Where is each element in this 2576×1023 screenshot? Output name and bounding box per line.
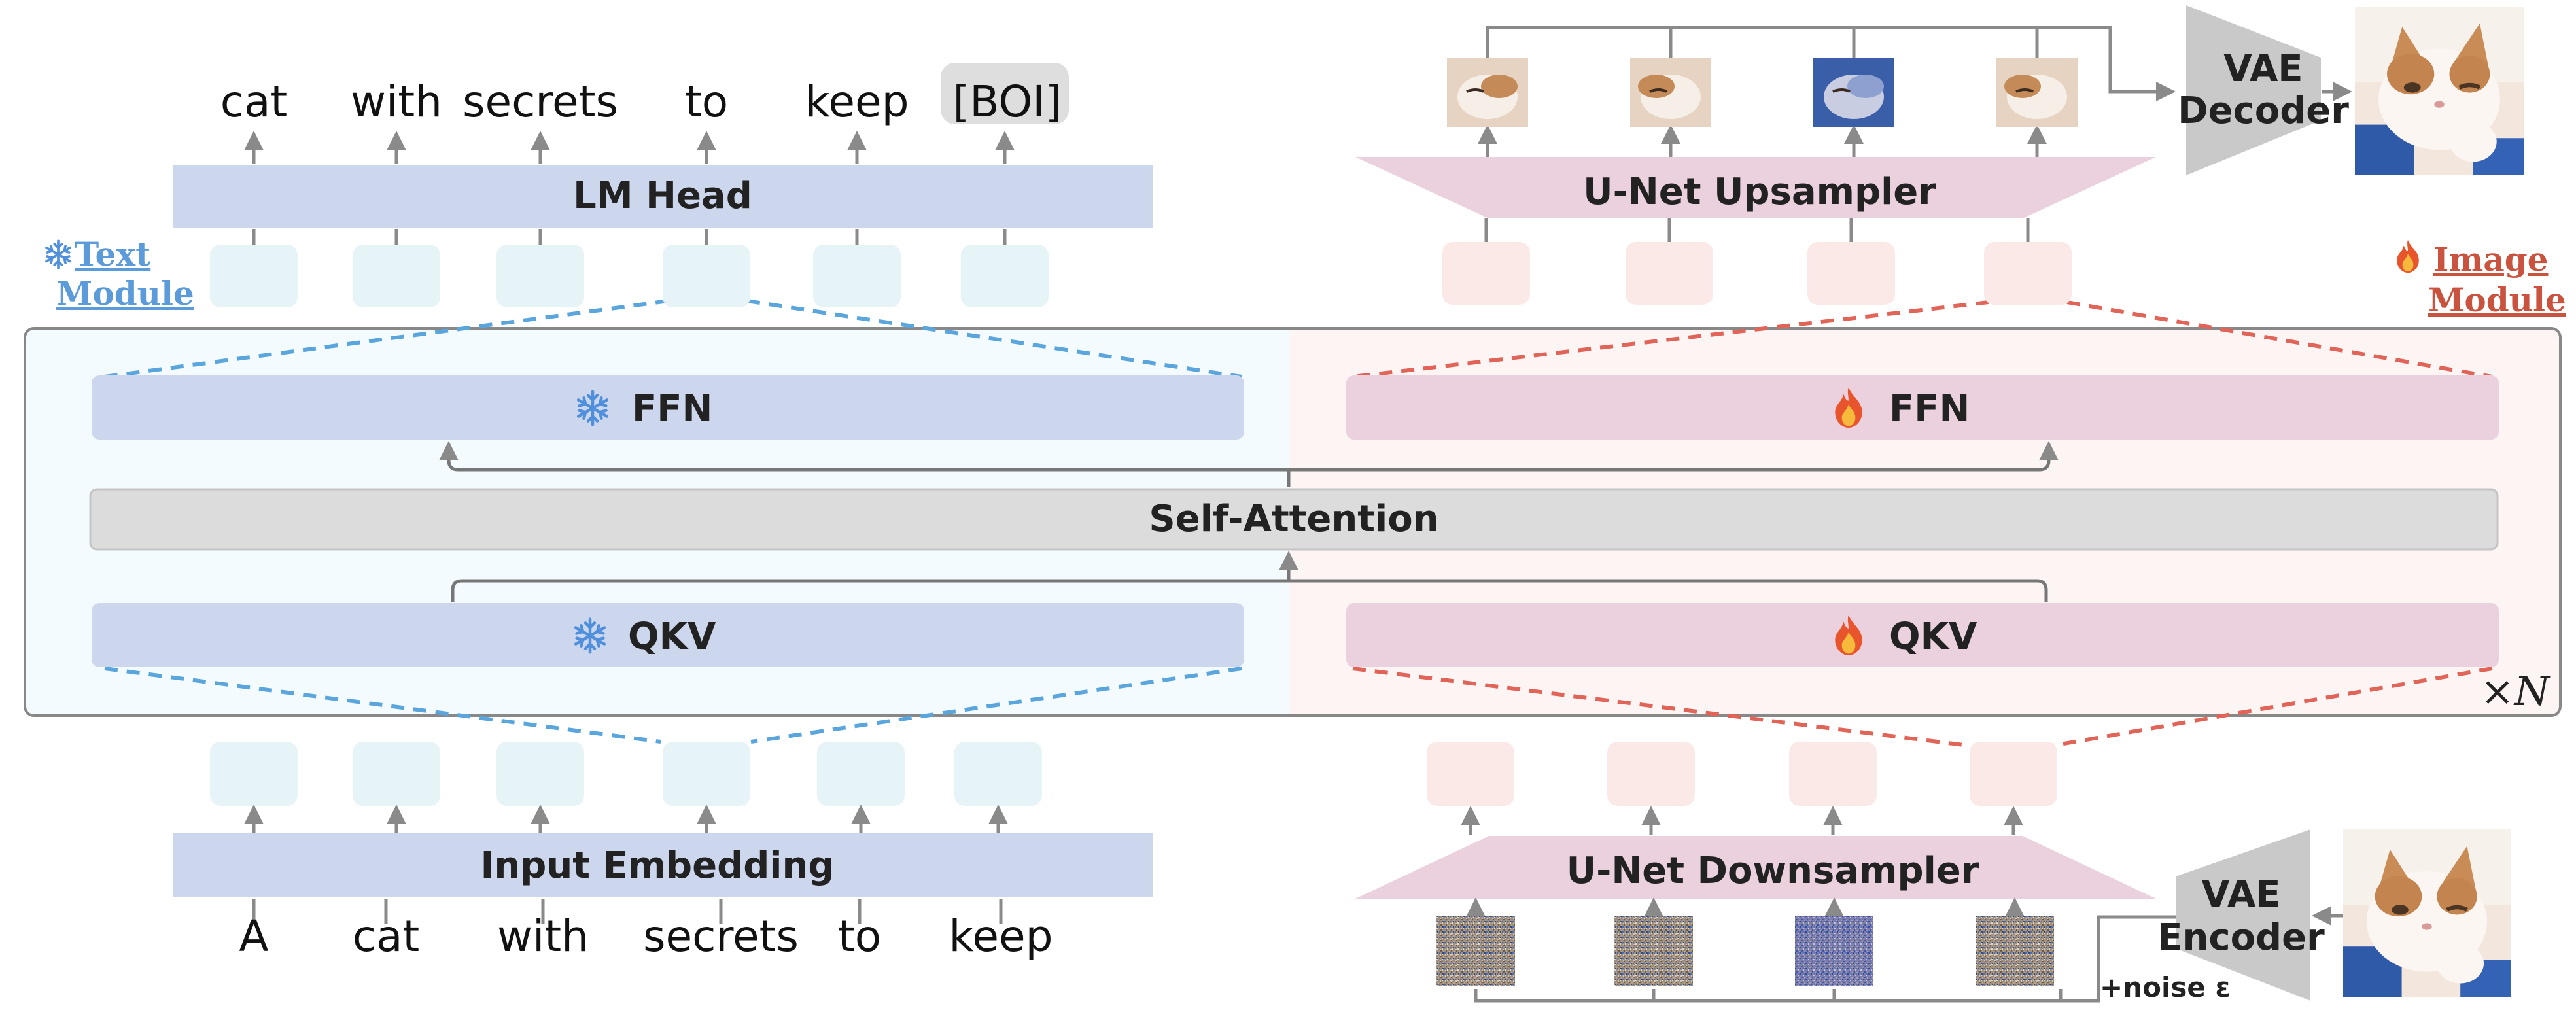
input-token: cat bbox=[353, 911, 420, 962]
input-token: with bbox=[497, 911, 589, 962]
text-module-label: Text Module bbox=[45, 235, 194, 313]
image-dash-bottom-left bbox=[1352, 667, 1970, 748]
text-token bbox=[813, 245, 901, 307]
text-hidden-tokens-bottom bbox=[210, 742, 1042, 833]
unet-downsampler-label: U-Net Downsampler bbox=[1567, 850, 1979, 892]
input-embedding-label: Input Embedding bbox=[481, 844, 835, 887]
lm-head-bar bbox=[173, 165, 1153, 228]
input-cat-image bbox=[2343, 829, 2511, 997]
text-dash-top-left bbox=[104, 299, 669, 379]
image-token bbox=[1442, 242, 1530, 305]
output-token: secrets bbox=[462, 77, 618, 127]
text-token bbox=[353, 245, 440, 307]
module-connectors bbox=[104, 299, 2493, 748]
text-ffn-label: FFN bbox=[632, 388, 712, 430]
image-dash-top-left bbox=[1352, 300, 1989, 379]
text-token bbox=[210, 245, 298, 307]
decoder-wiring bbox=[1486, 26, 2176, 101]
upsampled-patches bbox=[1447, 58, 2078, 157]
text-qkv-bar bbox=[92, 603, 1244, 667]
text-token bbox=[954, 742, 1042, 806]
image-token bbox=[1984, 242, 2072, 305]
text-token bbox=[210, 742, 298, 806]
image-qkv-bar bbox=[1346, 603, 2499, 667]
self-attention-label: Self-Attention bbox=[1149, 498, 1438, 540]
boi-token-badge bbox=[941, 63, 1069, 124]
text-hidden-tokens-top bbox=[210, 229, 1049, 307]
text-dash-top-right bbox=[746, 299, 1242, 379]
vae-encoder-shape bbox=[2176, 829, 2310, 1001]
image-token bbox=[1970, 742, 2057, 806]
input-embedding-bar bbox=[173, 833, 1153, 897]
image-token bbox=[1807, 242, 1895, 305]
image-patch bbox=[1447, 58, 1528, 127]
noisy-patches bbox=[1436, 897, 2054, 986]
self-attention-bar bbox=[89, 488, 2499, 551]
image-dash-top-right bbox=[2066, 300, 2493, 379]
text-token bbox=[961, 245, 1049, 307]
image-token bbox=[1427, 742, 1514, 806]
image-module-label-line1: Image bbox=[2433, 240, 2548, 279]
noisy-patch bbox=[1614, 916, 1693, 986]
text-module-label-line1: Text bbox=[75, 235, 150, 273]
snowflake-icon bbox=[45, 239, 71, 269]
image-patch bbox=[1813, 58, 1894, 127]
text-dash-bottom-right bbox=[750, 667, 1242, 744]
vae-decoder-label-1: VAE bbox=[2223, 48, 2303, 90]
text-token bbox=[663, 245, 750, 307]
text-token bbox=[496, 742, 584, 806]
output-token-list: cat with secrets to keep [BOI] bbox=[220, 63, 1069, 164]
unet-upsampler-label: U-Net Upsampler bbox=[1583, 171, 1936, 213]
vae-encoder-label-1: VAE bbox=[2201, 873, 2280, 916]
text-token bbox=[496, 245, 584, 307]
vae-encoder-label-2: Encoder bbox=[2157, 916, 2325, 959]
image-module-label-line2: Module bbox=[2428, 281, 2566, 319]
noise-label: +noise ε bbox=[2100, 971, 2231, 1003]
text-token bbox=[353, 742, 440, 806]
output-token: cat bbox=[220, 77, 288, 127]
vae-decoder-shape bbox=[2186, 5, 2321, 175]
repeat-label: ×N bbox=[2480, 667, 2552, 715]
image-patch bbox=[1630, 58, 1711, 127]
text-token bbox=[663, 742, 750, 806]
ffn-branch-arrows bbox=[439, 441, 2059, 602]
image-hidden-tokens-bottom bbox=[1427, 742, 2057, 835]
image-dash-bottom-right bbox=[2052, 667, 2493, 748]
text-token bbox=[817, 742, 905, 806]
generated-cat-image bbox=[2355, 7, 2524, 175]
input-token: A bbox=[239, 911, 268, 962]
unet-upsampler-shape bbox=[1355, 157, 2156, 218]
image-token bbox=[1789, 742, 1877, 806]
input-token: keep bbox=[949, 911, 1053, 962]
noisy-patch bbox=[1436, 916, 1515, 986]
image-hidden-tokens-top bbox=[1442, 218, 2072, 305]
lm-head-label: LM Head bbox=[573, 175, 752, 217]
fire-icon bbox=[2397, 239, 2419, 273]
image-qkv-label: QKV bbox=[1889, 616, 1977, 658]
image-token bbox=[1607, 742, 1695, 806]
image-ffn-label: FFN bbox=[1889, 388, 1970, 430]
unet-downsampler-shape bbox=[1355, 836, 2156, 899]
noisy-patch bbox=[1795, 916, 1873, 986]
text-dash-bottom-left bbox=[104, 667, 661, 744]
text-ffn-bar bbox=[92, 375, 1244, 440]
block-outline bbox=[24, 327, 2562, 717]
output-token: [BOI] bbox=[952, 77, 1062, 127]
image-patch bbox=[1996, 58, 2078, 127]
image-module-label: Image Module bbox=[2397, 239, 2566, 319]
noisy-patch bbox=[1976, 916, 2054, 986]
input-token: secrets bbox=[643, 911, 799, 962]
output-token: to bbox=[685, 77, 728, 127]
output-token: keep bbox=[805, 77, 909, 127]
vae-decoder-label-2: Decoder bbox=[2178, 90, 2349, 132]
text-module-label-line2: Module bbox=[56, 274, 194, 313]
output-token: with bbox=[351, 77, 442, 127]
text-qkv-label: QKV bbox=[628, 616, 716, 658]
image-ffn-bar bbox=[1346, 375, 2499, 440]
input-token: to bbox=[838, 911, 881, 962]
image-token bbox=[1626, 242, 1713, 305]
